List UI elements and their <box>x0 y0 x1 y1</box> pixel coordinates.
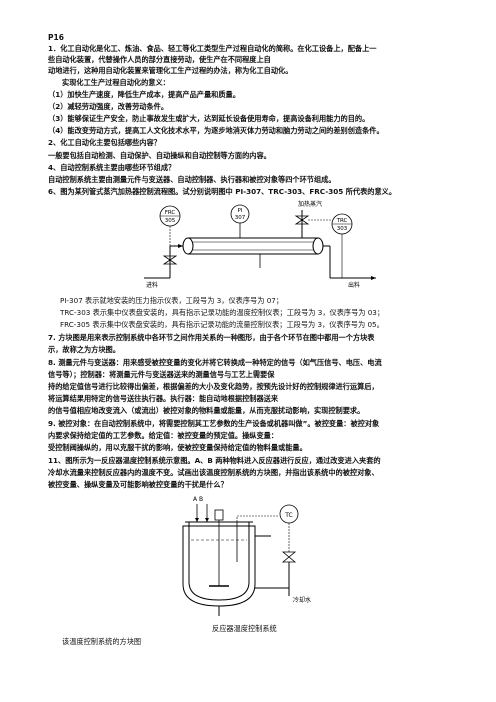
text-line: 2、化工自动化主要包括哪些内容？ <box>48 138 161 147</box>
text-line: 信号等）；控制器：将测量元件与变送器送来的测量信号与工艺上需要保 <box>48 370 275 379</box>
text-line: 自动控制系统主要由测量元件与变送器、自动控制器、执行器和被控对象等四个环节组成。 <box>48 175 336 184</box>
text-line: 1．化工自动化是化工、炼油、食品、轻工等化工类型生产过程自动化的简称。在化工设备… <box>48 44 377 53</box>
page-label: P16 <box>48 33 64 42</box>
text-line: 实现化工生产过程自动化的意义： <box>62 78 170 87</box>
text-line: 11、图所示为一反应器温度控制系统示意图。A、B 两种物料进入反应器进行反应，通… <box>48 456 381 465</box>
reactor-diagram: A B TC 冷却水 <box>182 496 311 616</box>
text-line: 8. 测量元件与变送器：用来感受被控变量的变化并将它转换成一种特定的信号（如气压… <box>48 358 382 367</box>
text-line: 持的给定值信号进行比较得出偏差，根据偏差的大小及变化趋势，按预先设计好的控制规律… <box>48 382 379 391</box>
text-line: （1）加快生产速度，降低生产成本，提高产品产量和质量。 <box>48 90 240 99</box>
inlet-label: 进料 <box>146 281 158 289</box>
text-line: 9. 被控对象：在自动控制系统中，将需要控制其工艺参数的生产设备或机器叫做”。被… <box>48 419 380 428</box>
text-line: 冷却水流量来控制反应器内的温度不变。试画出该温度控制系统的方块图，并指出该系统中… <box>48 468 379 477</box>
steam-label: 加热蒸汽 <box>298 200 322 208</box>
text-line: FRC-305 表示集中仪表盘安装的，具有指示记录功能的流量控制仪表；工段号为 … <box>60 320 384 329</box>
cooling-water-label: 冷却水 <box>293 596 311 604</box>
text-line: PI-307 表示就地安装的压力指示仪表，工段号为 3，仪表序号为 07； <box>60 296 284 305</box>
text-line: 7. 方块图是用来表示控制系统中各环节之间作用关系的一种图形，由于各个环节在图中… <box>48 333 375 342</box>
text-line: 该温度控制系统的方块图 <box>62 637 142 646</box>
tc-tag: TC <box>284 512 293 519</box>
pi-tag: PI <box>238 208 243 214</box>
text-line: 示，故称之为方块图。 <box>48 345 120 354</box>
heat-exchanger-diagram: FRC 305 PI 307 加热蒸汽 TRC 303 进料 出料 <box>144 200 376 289</box>
figure-caption: 反应器温度控制系统 <box>212 624 277 633</box>
trc-number: 303 <box>337 226 348 232</box>
text-line: 一般要包括自动检测、自动保护、自动操纵和自动控制等方面的内容。 <box>48 151 271 160</box>
text-line: （4）能改变劳动方式，提高工人文化技术水平，为逐步地消灭体力劳动和脑力劳动之间的… <box>48 126 384 135</box>
outlet-label: 出料 <box>348 281 360 289</box>
text-line: 动地进行，这种用自动化装置来管理化工生产过程的办法，称为化工自动化。 <box>48 66 293 75</box>
text-line: （3）能够保证生产安全，防止事故发生或扩大，达到延长设备使用寿命，提高设备利用能… <box>48 114 370 123</box>
text-line: TRC-303 表示集中仪表盘安装的，具有指示记录功能的温度控制仪表；工段号为 … <box>60 308 385 317</box>
inputs-label: A B <box>193 496 203 503</box>
text-line: 的信号值相应地改变流入（或流出）被控对象的物料量或能量，从而克服扰动影响，实现控… <box>48 406 365 415</box>
text-line: 4、自动控制系统主要由哪些环节组成？ <box>48 163 176 172</box>
frc-number: 305 <box>165 218 176 224</box>
text-line: 受控制阀操纵的，用以克服干扰的影响，使被控变量保持给定值的物料量或能量。 <box>48 443 307 452</box>
frc-tag: FRC <box>165 210 176 216</box>
text-line: 些自动化装置，代替操作人员的部分直接劳动，使生产在不同程度上自 <box>48 55 271 64</box>
trc-tag: TRC <box>336 218 348 224</box>
text-line: （2）减轻劳动强度，改善劳动条件。 <box>48 102 169 111</box>
text-line: 将运算结果用特定的信号送往执行器。执行器：能自动地根据控制器送来 <box>48 394 279 403</box>
text-line: 内要求保持给定值的工艺参数。给定值：被控变量的预定值。操纵变量： <box>48 431 279 440</box>
text-line: 6、图为某列管式蒸汽加热器控制流程图。试分别说明图中 PI-307、TRC-30… <box>48 187 397 196</box>
pi-number: 307 <box>235 215 246 221</box>
text-line: 被控变量、操纵变量及可能影响被控变量的干扰是什么？ <box>48 480 228 489</box>
